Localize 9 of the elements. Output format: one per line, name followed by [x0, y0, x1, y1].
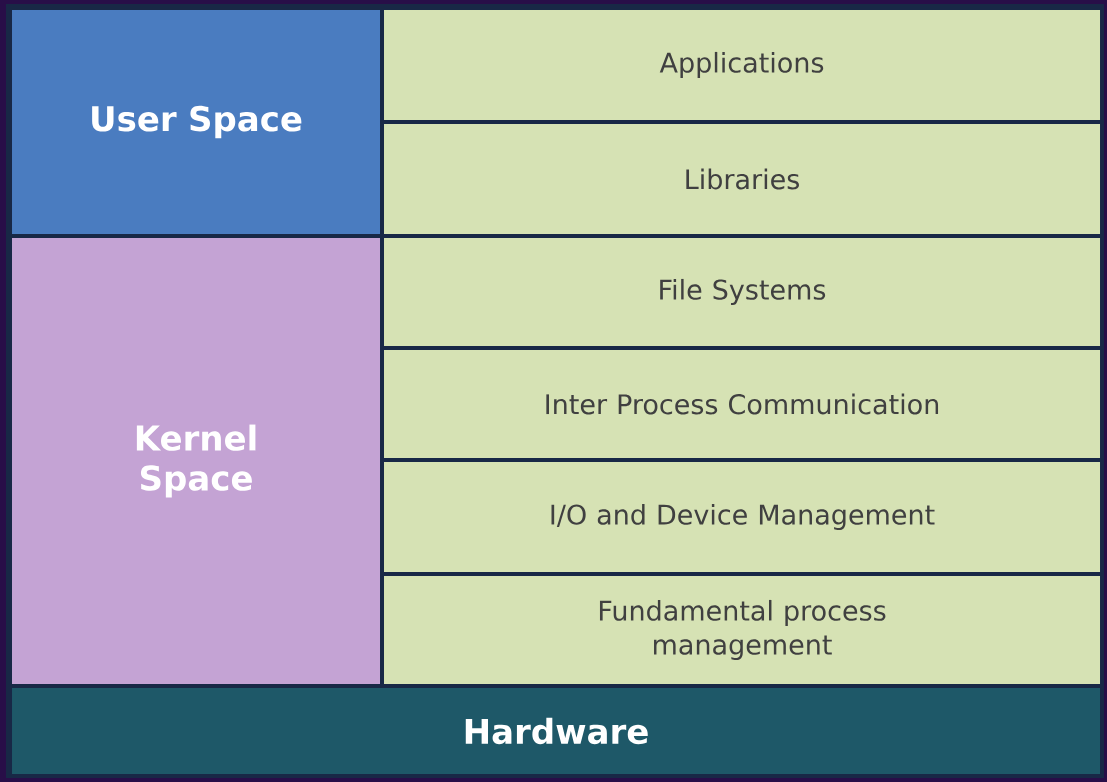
layer-box: File Systems	[384, 238, 1100, 346]
side-label-box: Kernel Space	[12, 238, 380, 684]
layer-box: Libraries	[384, 124, 1100, 234]
hardware-bar: Hardware	[12, 688, 1100, 774]
side-label-box: User Space	[12, 10, 380, 234]
layer-box: Applications	[384, 10, 1100, 120]
layer-box: I/O and Device Management	[384, 462, 1100, 572]
layer-box: Fundamental process management	[384, 576, 1100, 684]
layer-box: Inter Process Communication	[384, 350, 1100, 458]
